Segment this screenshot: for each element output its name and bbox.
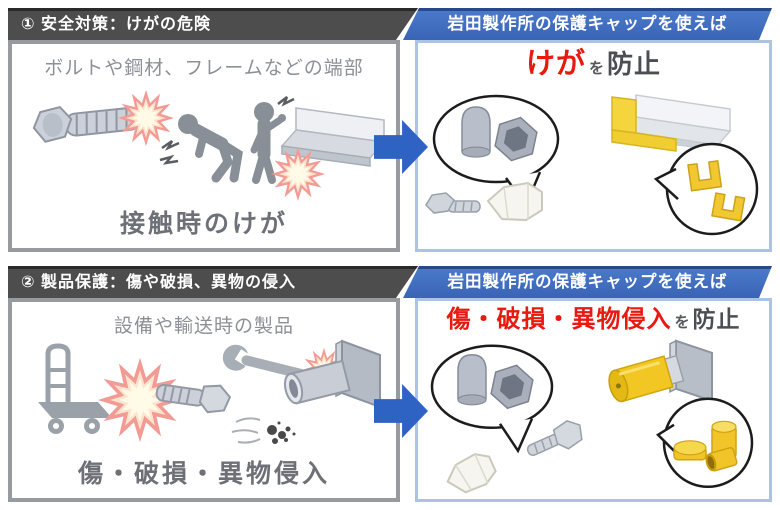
cap-solution-illustration: [430, 339, 754, 494]
result-keyword: 傷・破損・異物侵入: [446, 306, 672, 333]
speech-bubble: [656, 397, 754, 489]
bolt-icon: [32, 105, 141, 143]
impact-marks: [277, 96, 295, 107]
impact-marks: [159, 139, 180, 165]
debris-icon: [231, 417, 296, 444]
person-bending-icon: [178, 114, 243, 183]
row-protection: ② 製品保護：傷や破損、異物の侵入 岩田製作所の保護キャップを使えば 設備や輸送…: [8, 266, 772, 502]
solution-panel-protection: 傷・破損・異物侵入を防止: [415, 298, 772, 502]
gray-caps-icon: [461, 106, 538, 162]
yellow-corner-caps-icon: [687, 159, 746, 222]
problem-caption-top: ボルトや鋼材、フレームなどの端部: [44, 58, 364, 79]
person-standing-icon: [250, 102, 286, 184]
yellow-round-caps-icon: [673, 421, 738, 472]
hand-truck-icon: [38, 343, 112, 434]
problem-caption-bottom: 接触時のけが: [119, 210, 288, 238]
result-suffix: 防止: [607, 49, 662, 79]
pipe-flange-icon: [283, 339, 381, 409]
bolt-icon: [155, 383, 232, 414]
cap-solution-illustration: [425, 94, 759, 236]
speech-bubble: [430, 344, 554, 454]
starburst-icon: [120, 92, 172, 144]
speech-bubble: [432, 94, 560, 208]
result-particle: を: [674, 314, 690, 331]
problem-caption-bottom: 傷・破損・異物侵入: [77, 460, 330, 488]
section-header-safety: ① 安全対策：けがの危険: [8, 8, 418, 40]
injury-risk-illustration: [32, 92, 386, 199]
row-safety: ① 安全対策：けがの危険 岩田製作所の保護キャップを使えば ボルトや鋼材、フレー…: [8, 8, 772, 252]
problem-caption-top: 設備や輸送時の製品: [113, 316, 294, 337]
problem-panel-protection: 設備や輸送時の製品: [8, 298, 400, 502]
solution-header-safety: 岩田製作所の保護キャップを使えば: [403, 8, 772, 40]
solution-header-protection: 岩田製作所の保護キャップを使えば: [403, 266, 772, 298]
result-keyword: けが: [525, 48, 586, 80]
section-header-protection: ② 製品保護：傷や破損、異物の侵入: [8, 266, 418, 298]
solution-panel-safety: けがを防止: [415, 40, 772, 252]
white-cap-bolt-icon: [425, 181, 543, 221]
damage-risk-illustration: [38, 339, 381, 444]
result-suffix: 防止: [692, 306, 741, 332]
result-particle: を: [588, 60, 604, 77]
solution-result-line: けがを防止: [525, 48, 662, 81]
problem-panel-safety: ボルトや鋼材、フレームなどの端部: [8, 40, 400, 252]
solution-result-line: 傷・破損・異物侵入を防止: [446, 306, 741, 333]
gray-caps-icon: [457, 354, 534, 410]
yellow-pipe-cap-icon: [608, 339, 713, 403]
yellow-angle-cap-icon: [611, 94, 732, 152]
white-cap-bolt-icon: [446, 420, 583, 494]
